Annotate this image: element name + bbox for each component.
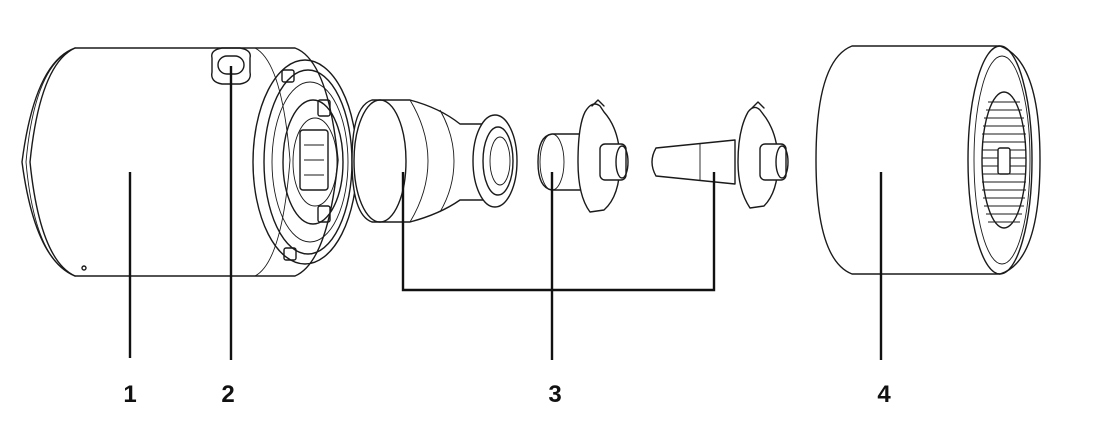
leader-lines bbox=[128, 66, 883, 360]
callout-3: 3 bbox=[548, 381, 561, 408]
callout-labels: 1 2 3 4 bbox=[123, 381, 891, 408]
callout-1: 1 bbox=[123, 381, 136, 408]
main-housing bbox=[21, 47, 358, 277]
nozzle-large bbox=[351, 99, 518, 223]
grille bbox=[982, 101, 1026, 223]
callout-4: 4 bbox=[877, 381, 891, 408]
callout-2: 2 bbox=[221, 381, 234, 408]
cap-housing bbox=[815, 45, 1041, 275]
nozzle-cone bbox=[651, 101, 789, 209]
leader-3-bracket bbox=[401, 172, 716, 292]
